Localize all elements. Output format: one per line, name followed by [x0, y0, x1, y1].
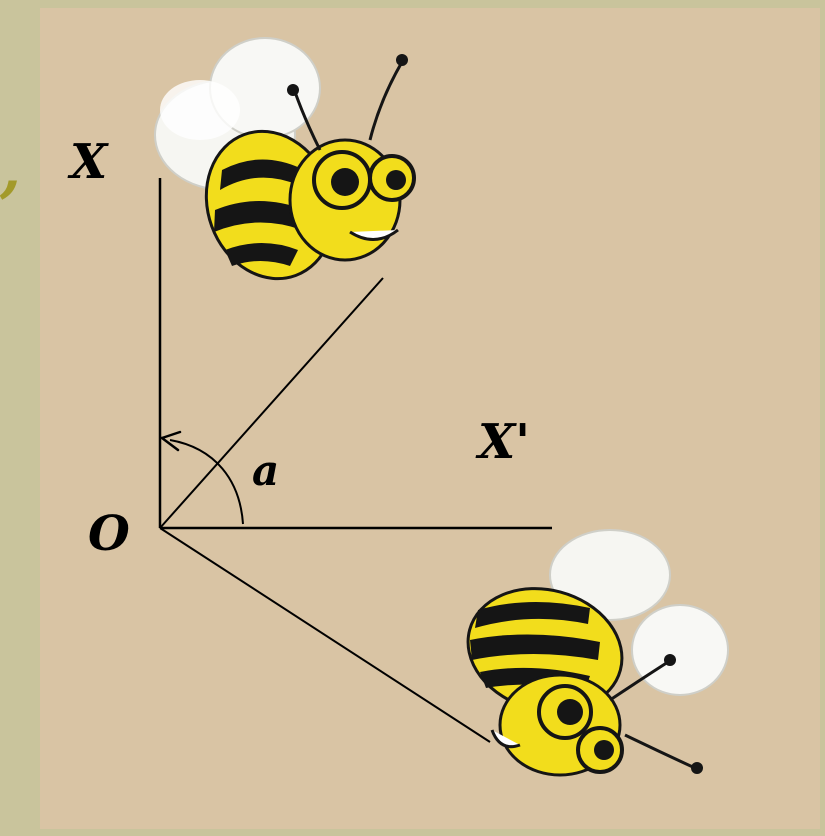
x-prime-axis-label: X': [478, 414, 530, 470]
origin-label: O: [88, 506, 130, 562]
ray-to-upper-bee: [159, 277, 384, 529]
bee-icon: [154, 37, 416, 281]
angle-label: a: [252, 446, 280, 495]
bee-icon: [466, 529, 729, 777]
x-axis-label: X: [70, 134, 108, 190]
ray-to-lower-bee: [159, 527, 491, 743]
angle-arrow-icon: [160, 430, 182, 452]
angle-arc: [169, 439, 244, 525]
edge-comma-mark: ,: [0, 135, 21, 205]
